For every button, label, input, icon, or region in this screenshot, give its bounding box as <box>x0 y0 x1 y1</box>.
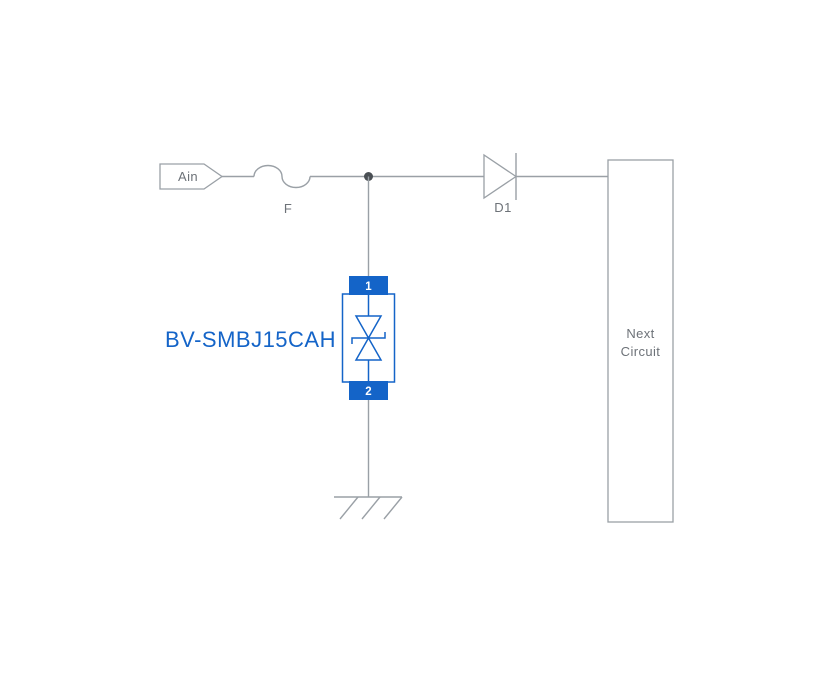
next-circuit-box <box>607 159 674 523</box>
next-circuit-label-line2: Circuit <box>621 344 661 359</box>
input-tag-label: Ain <box>178 169 198 184</box>
tvs-component: 1 2 <box>341 276 396 400</box>
diode-symbol: D1 <box>483 153 518 215</box>
next-circuit-label-line1: Next <box>626 326 654 341</box>
tvs-pin1-number: 1 <box>365 281 372 293</box>
tvs-pin2-number: 2 <box>365 386 371 398</box>
next-circuit-block: Next Circuit <box>607 159 674 523</box>
tvs-pin1-band <box>349 276 388 295</box>
fuse-icon <box>253 164 311 189</box>
input-tag: Ain <box>159 163 224 190</box>
ground-symbol <box>334 496 403 520</box>
diode-triangle <box>483 153 518 200</box>
input-tag-shape <box>159 163 224 190</box>
tvs-part-number-label: BV-SMBJ15CAH <box>165 327 336 352</box>
diode-label: D1 <box>494 200 511 215</box>
fuse-symbol: F <box>253 164 311 216</box>
tvs-pin2-band <box>349 381 388 400</box>
fuse-label: F <box>284 201 292 216</box>
tvs-diode-icon <box>351 295 386 381</box>
